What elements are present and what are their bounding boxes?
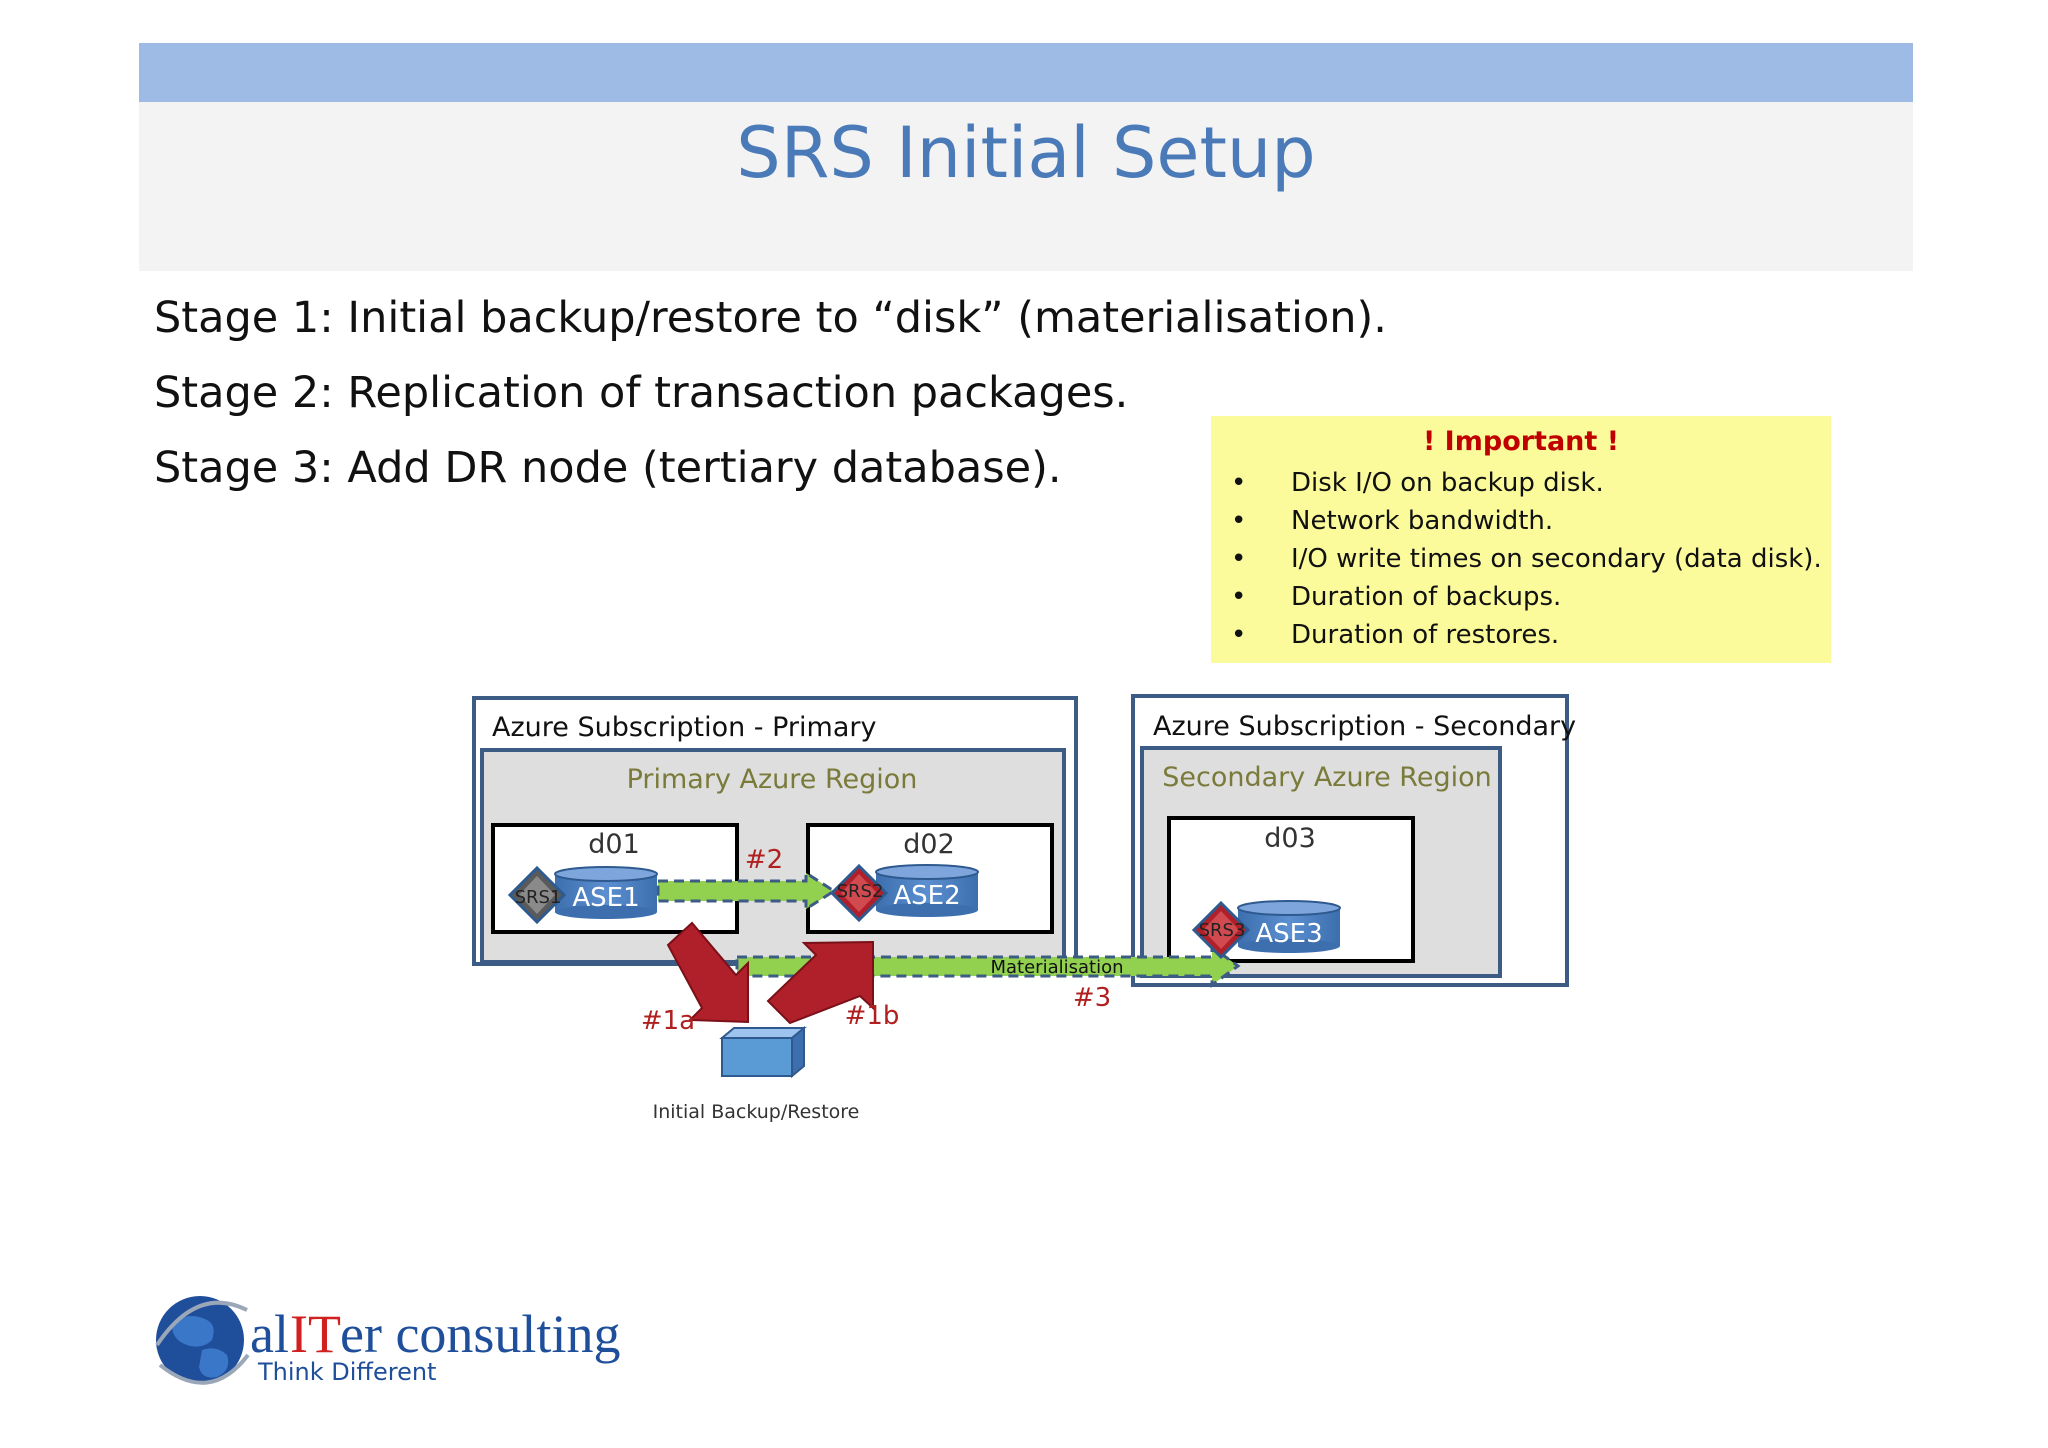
bullet-icon: • bbox=[1231, 582, 1247, 612]
important-item: • Disk I/O on backup disk. bbox=[1231, 464, 1822, 502]
title-band bbox=[139, 102, 1913, 271]
bullet-icon: • bbox=[1231, 506, 1247, 536]
bullet-icon: • bbox=[1231, 468, 1247, 498]
logo-highlight: IT bbox=[290, 1304, 341, 1364]
primary-subscription-label: Azure Subscription - Primary bbox=[492, 712, 876, 743]
step-2-label: #2 bbox=[745, 845, 783, 875]
database-ase2-label: ASE2 bbox=[893, 881, 960, 911]
globe-icon: al IT er consulting Think Different bbox=[155, 1296, 620, 1386]
srs3-node-icon bbox=[1191, 900, 1251, 960]
important-item-text: Disk I/O on backup disk. bbox=[1291, 468, 1604, 498]
step-1b-label: #1b bbox=[845, 1001, 900, 1031]
logo-suffix: er consulting bbox=[340, 1304, 620, 1364]
important-heading: ! Important ! bbox=[1422, 426, 1620, 457]
step-3-label: #3 bbox=[1073, 983, 1111, 1013]
srs2-label: SRS2 bbox=[837, 881, 884, 902]
materialisation-label: Materialisation bbox=[990, 957, 1123, 978]
bullet-icon: • bbox=[1231, 620, 1247, 650]
database-ase1-label: ASE1 bbox=[572, 883, 639, 913]
important-item-text: Network bandwidth. bbox=[1291, 506, 1554, 536]
step-1a-label: #1a bbox=[641, 1006, 695, 1036]
important-item: • Duration of backups. bbox=[1231, 578, 1822, 616]
logo-tagline: Think Different bbox=[257, 1358, 436, 1386]
srs3-label: SRS3 bbox=[1199, 920, 1246, 941]
secondary-subscription-label: Azure Subscription - Secondary bbox=[1153, 711, 1576, 742]
secondary-region-label: Secondary Azure Region bbox=[1162, 762, 1491, 793]
primary-region-label: Primary Azure Region bbox=[627, 764, 918, 795]
important-callout: ! Important ! • Disk I/O on backup disk. … bbox=[1211, 416, 1831, 663]
host-d01-label: d01 bbox=[588, 829, 640, 860]
host-d03-label: d03 bbox=[1264, 823, 1316, 854]
backup-arrow-icon bbox=[666, 921, 749, 1024]
header-band bbox=[139, 43, 1913, 102]
replication-arrow-icon bbox=[656, 870, 837, 912]
database-ase3-label: ASE3 bbox=[1255, 919, 1322, 949]
database-ase3-icon bbox=[1237, 900, 1341, 953]
logo-prefix: al bbox=[250, 1304, 289, 1364]
important-item: • Network bandwidth. bbox=[1231, 502, 1822, 540]
stage-2-text: Stage 2: Replication of transaction pack… bbox=[154, 368, 1129, 418]
backup-disk-label: Initial Backup/Restore bbox=[653, 1101, 860, 1123]
stage-3-text: Stage 3: Add DR node (tertiary database)… bbox=[154, 443, 1062, 493]
srs2-node-icon bbox=[829, 863, 889, 923]
restore-arrow-icon bbox=[766, 940, 874, 1025]
backup-disk-icon bbox=[719, 1025, 807, 1079]
important-item-text: I/O write times on secondary (data disk)… bbox=[1291, 544, 1822, 574]
database-ase2-icon bbox=[875, 864, 979, 917]
srs1-label: SRS1 bbox=[515, 887, 562, 908]
company-logo: al IT er consulting Think Different bbox=[152, 1290, 672, 1400]
slide-title: SRS Initial Setup bbox=[736, 112, 1316, 194]
srs1-node-icon bbox=[507, 865, 567, 925]
bullet-icon: • bbox=[1231, 544, 1247, 574]
important-item-text: Duration of backups. bbox=[1291, 582, 1562, 612]
important-item-text: Duration of restores. bbox=[1291, 620, 1560, 650]
host-d02-label: d02 bbox=[903, 829, 955, 860]
stage-1-text: Stage 1: Initial backup/restore to “disk… bbox=[154, 293, 1387, 343]
database-ase1-icon bbox=[554, 866, 658, 919]
important-item: • I/O write times on secondary (data disk… bbox=[1231, 540, 1822, 578]
important-list: • Disk I/O on backup disk. • Network bandw… bbox=[1231, 464, 1822, 654]
important-item: • Duration of restores. bbox=[1231, 616, 1822, 654]
